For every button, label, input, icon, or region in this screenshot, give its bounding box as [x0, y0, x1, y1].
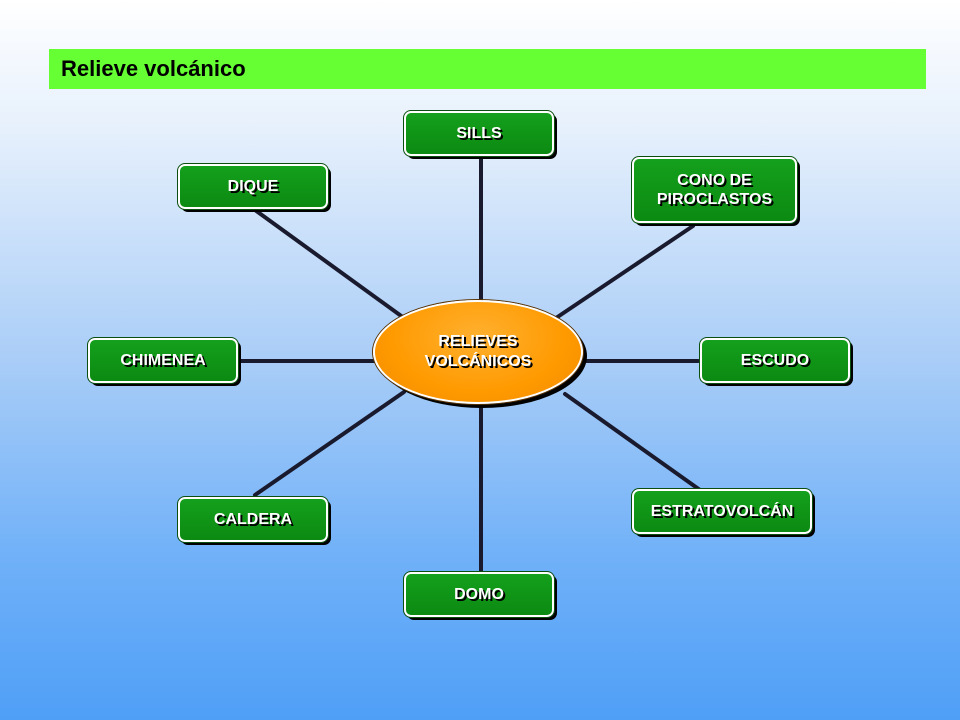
connector-cono [554, 224, 695, 320]
node-sills: SILLS [403, 110, 555, 157]
node-domo: DOMO [403, 571, 555, 618]
node-escudo: ESCUDO [699, 337, 851, 384]
node-estratovolcan: ESTRATOVOLCÁN [631, 488, 813, 535]
page-title: Relieve volcánico [61, 56, 246, 81]
connector-dique [253, 208, 406, 320]
connector-caldera [253, 390, 406, 497]
center-node-relieves-volcanicos: RELIEVES VOLCÁNICOS [373, 300, 583, 404]
node-caldera: CALDERA [177, 496, 329, 543]
node-dique: DIQUE [177, 163, 329, 210]
node-cono-de-piroclastos: CONO DE PIROCLASTOS [631, 156, 798, 224]
title-bar: Relieve volcánico [49, 49, 926, 89]
connector-estratovolcan [563, 392, 702, 492]
node-chimenea: CHIMENEA [87, 337, 239, 384]
